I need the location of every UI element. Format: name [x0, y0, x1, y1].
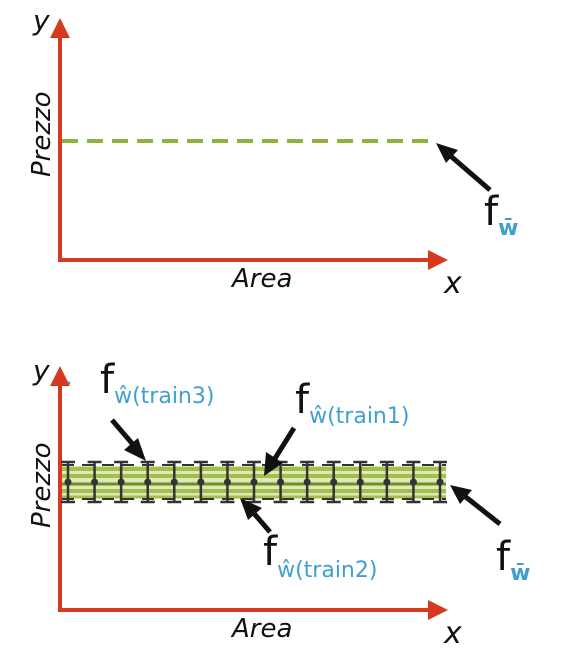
errorbar-point-15 — [436, 478, 444, 486]
errorbar-point-3 — [117, 478, 125, 486]
arrowhead-train3 — [124, 438, 146, 461]
bottom-x-label: Area — [230, 614, 292, 644]
arrowhead-mean — [450, 485, 472, 504]
errorbar-point-8 — [250, 478, 258, 486]
arrow-train1 — [271, 426, 297, 462]
errorbar-point-4 — [144, 478, 152, 486]
bottom-y-label: Prezzo — [27, 442, 57, 528]
errorbar-point-9 — [277, 478, 285, 486]
errorbar-point-7 — [223, 478, 231, 486]
errorbar-point-11 — [330, 478, 338, 486]
bottom-plot: y . x Prezzo Area fŵ(train3) fŵ(train1) — [27, 354, 530, 651]
bottom-x-arrowhead — [428, 600, 448, 620]
top-y-label: Prezzo — [27, 91, 57, 177]
top-x-axis-letter: x — [443, 266, 462, 301]
arrowhead-train1 — [264, 452, 283, 476]
bottom-y-arrowhead — [50, 366, 70, 386]
arrow-mean — [460, 492, 502, 526]
top-x-label: Area — [230, 264, 292, 294]
errorbar-point-2 — [91, 478, 99, 486]
top-plot: y x Prezzo Area fw̄ — [27, 4, 518, 301]
bottom-y-axis-letter: y — [32, 354, 50, 387]
errorbar-point-1 — [64, 478, 72, 486]
errorbar-point-5 — [170, 478, 178, 486]
fit-band — [61, 460, 447, 504]
label-train2: fŵ(train2) — [263, 529, 377, 583]
top-x-arrowhead — [428, 250, 448, 270]
label-train3: fŵ(train3) — [100, 357, 214, 409]
label-mean: fw̄ — [496, 534, 530, 586]
errorbar-point-14 — [409, 478, 417, 486]
errorbar-point-13 — [383, 478, 391, 486]
bottom-dot-mark: . — [66, 365, 72, 389]
top-y-axis-letter: y — [32, 4, 50, 37]
top-fit-arrow — [444, 150, 492, 192]
top-y-arrowhead — [50, 18, 70, 38]
top-fit-arrowhead — [436, 143, 458, 163]
label-train1: fŵ(train1) — [295, 377, 409, 429]
errorbar-point-12 — [356, 478, 364, 486]
errorbar-point-10 — [303, 478, 311, 486]
errorbar-point-6 — [197, 478, 205, 486]
bottom-x-axis-letter: x — [443, 616, 462, 651]
arrowhead-train2 — [240, 498, 262, 520]
errorbars — [61, 460, 447, 504]
top-fit-label: fw̄ — [484, 189, 518, 241]
